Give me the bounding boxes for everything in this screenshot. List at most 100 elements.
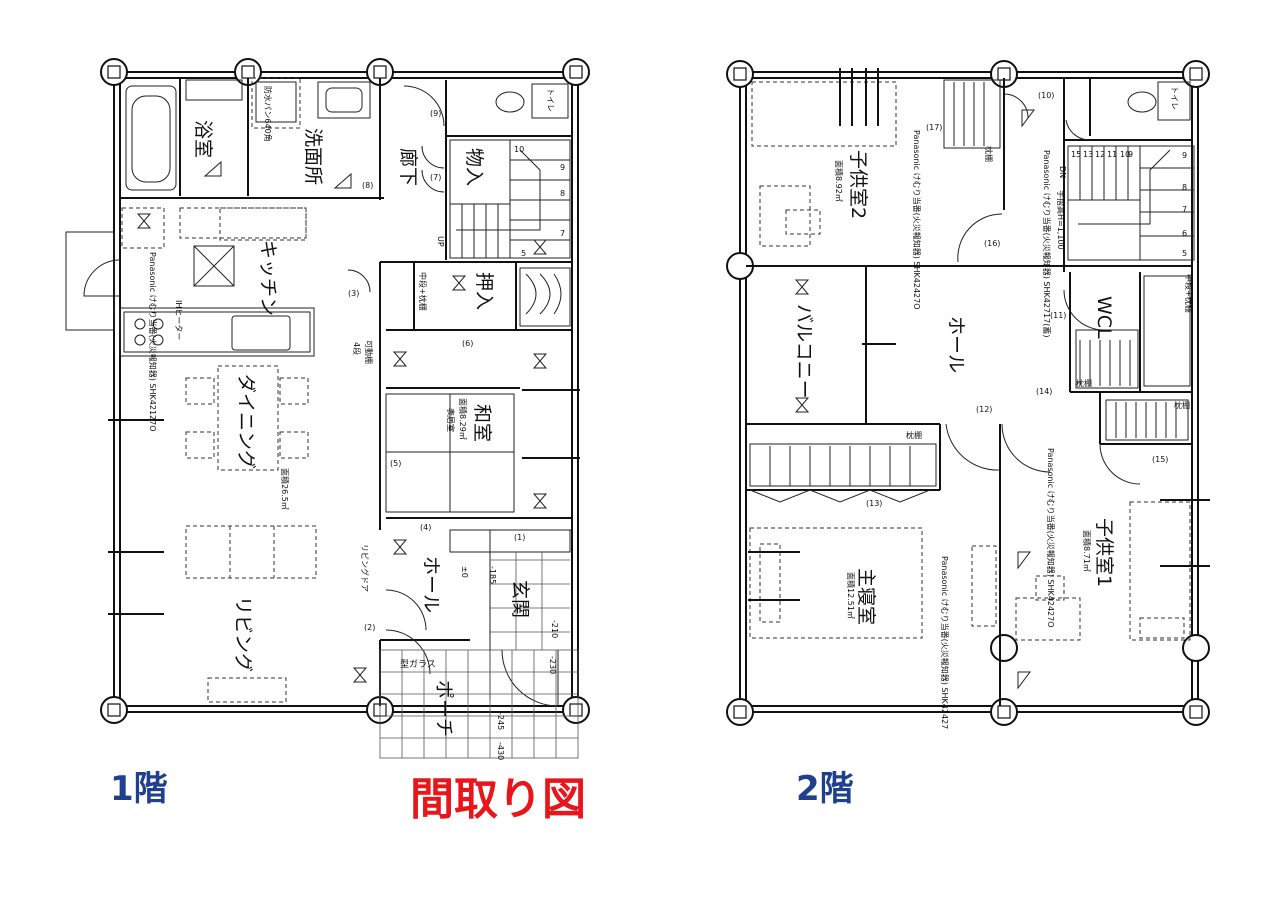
- note-washitsu-tatami: 表居室: [446, 408, 456, 432]
- room-label-storage: 物入: [463, 148, 485, 186]
- room-label-wcl: WCL: [1093, 296, 1115, 339]
- note-smoke-sensor-hall: Panasonic けむり当番(火災報知器) SHK42717(蓄): [1042, 150, 1052, 337]
- room-label-washitsu: 和室: [471, 404, 493, 442]
- note-pattern-glass: 型ガラス: [400, 659, 436, 670]
- stair-step-number: 10: [514, 145, 524, 154]
- note-pillow-shelf: 枕棚: [984, 146, 994, 162]
- note-level-210: -210: [550, 620, 559, 638]
- floor-1-plan: トイレ: [65, 58, 590, 760]
- note-pillow-shelf: 枕棚: [1174, 400, 1190, 410]
- note-stair-up: UP: [436, 236, 445, 247]
- stair-step-number: 10: [1120, 150, 1130, 159]
- floor-2-furniture: [749, 81, 1191, 641]
- floor-1-outer-walls: [65, 71, 579, 713]
- kitchen-counter: [119, 207, 315, 357]
- floor-2-doors: [945, 93, 1141, 485]
- floor-1-stairs: [449, 139, 571, 259]
- floor-2-caption: 2階: [796, 769, 854, 809]
- note-living-door: リビングドア: [360, 544, 370, 592]
- floor-2-columns: [726, 60, 1210, 726]
- note-smoke-sensor-kitchen: Panasonic けむり当番(火災報知器) SHK42127O: [148, 252, 158, 432]
- note-ih-heater: IHヒーター: [174, 300, 183, 340]
- note-smoke-sensor-master: Panasonic けむり当番(火災報知器) SHK42427: [940, 556, 950, 729]
- door-number: (2): [364, 623, 375, 632]
- floor-2-labels: 子供室2 ホール バルコニー WCL 主寝室 子供室1 面積8.92㎡ 面積12…: [793, 91, 1194, 729]
- stair-step-number: 9: [560, 163, 565, 172]
- note-smoke-sensor-child1: Panasonic けむり当番(火災報知器) SHK42427O: [1046, 448, 1056, 628]
- stair-step-number: 7: [560, 229, 565, 238]
- note-level-430: -430: [496, 742, 505, 760]
- door-number: (8): [362, 181, 373, 190]
- floor-1-toilet: トイレ: [495, 83, 569, 119]
- room-label-hall: ホール: [420, 556, 442, 613]
- door-number: (15): [1152, 455, 1168, 464]
- note-waterproof-pan: 防水パン640角: [263, 86, 273, 142]
- closets-floor-2: [749, 79, 1191, 503]
- stair-step-number: 6: [1182, 229, 1187, 238]
- washitsu-details: [385, 267, 571, 513]
- door-number: (11): [1050, 311, 1066, 320]
- floor-1-light-fixtures: [136, 160, 548, 683]
- note-movable-shelf: 可動棚: [364, 340, 374, 364]
- note-stair-down: DN: [1058, 166, 1067, 178]
- room-label-master: 主寝室: [855, 568, 877, 625]
- stair-step-number: 15: [1071, 150, 1081, 159]
- door-number: (4): [420, 523, 431, 532]
- floor-2-toilet: トイレ: [1127, 81, 1191, 121]
- door-number: (7): [430, 173, 441, 182]
- note-level-230: -230: [548, 656, 557, 674]
- floor-1-labels: 浴室 洗面所 廊下 物入 キッチン 押入 ダイニング リビング 和室 ホール 玄…: [148, 86, 565, 760]
- porch-tiles: [379, 552, 579, 759]
- floor-2-light-fixtures: [794, 109, 1035, 690]
- room-label-balcony: バルコニー: [793, 304, 815, 399]
- stair-step-number: 9: [1182, 151, 1187, 160]
- room-label-hall-2: ホール: [945, 316, 967, 373]
- stair-step-number: 7: [1182, 205, 1187, 214]
- stair-step-number: 8: [560, 189, 565, 198]
- toilet-label: トイレ: [546, 88, 555, 112]
- note-child2-area: 面積8.92㎡: [834, 160, 844, 202]
- room-label-child1: 子供室1: [1093, 518, 1115, 587]
- room-label-bath: 浴室: [192, 120, 214, 158]
- bathtub: [125, 85, 177, 191]
- note-washitsu-area: 面積8.29㎡: [458, 398, 468, 440]
- note-level-245: -245: [496, 712, 505, 730]
- room-label-living: リビング: [232, 596, 254, 672]
- note-pillow-shelf: 枕棚: [906, 430, 922, 440]
- note-handrail-height: 手摺高H=1,100: [1056, 190, 1066, 250]
- floor-2-stairs: [1067, 145, 1195, 261]
- stair-step-number: 13: [1083, 150, 1093, 159]
- note-pillow-shelf: 枕棚: [1076, 378, 1092, 388]
- note-level-185: -185: [488, 566, 497, 584]
- door-number: (3): [348, 289, 359, 298]
- floor-2-interior-walls: [746, 78, 1192, 706]
- floor-1-doors: [83, 85, 559, 707]
- door-number: (12): [976, 405, 992, 414]
- room-label-corridor: 廊下: [397, 148, 419, 186]
- note-shelf-count: 4段: [352, 342, 362, 355]
- stair-step-number: 5: [521, 249, 526, 258]
- washroom-fixtures: [185, 77, 371, 129]
- note-mid-shelf-2: 中段+枕棚: [1184, 274, 1194, 313]
- room-label-kitchen: キッチン: [257, 240, 279, 316]
- stair-step-number: 12: [1095, 150, 1105, 159]
- page-title: 間取り図: [410, 774, 586, 825]
- floor-1-caption: 1階: [110, 769, 168, 809]
- note-ldk-area: 面積26.5㎡: [280, 468, 290, 510]
- door-number: (9): [430, 109, 441, 118]
- room-label-washroom: 洗面所: [302, 128, 324, 185]
- room-label-dining: ダイニング: [235, 374, 257, 469]
- stair-step-number: 5: [1182, 249, 1187, 258]
- stair-step-number: 11: [1107, 150, 1117, 159]
- door-number: (5): [390, 459, 401, 468]
- floor-1-windows: [108, 389, 580, 713]
- note-level-0: ±0: [460, 566, 469, 578]
- door-number: (14): [1036, 387, 1052, 396]
- note-master-area: 面積12.51㎡: [846, 572, 856, 619]
- room-label-child2: 子供室2: [847, 150, 869, 219]
- door-number: (1): [514, 533, 525, 542]
- stair-step-number: 9: [1128, 150, 1133, 159]
- door-number: (16): [984, 239, 1000, 248]
- note-smoke-sensor-child2: Panasonic けむり当番(火災報知器) SHK42427O: [912, 130, 922, 310]
